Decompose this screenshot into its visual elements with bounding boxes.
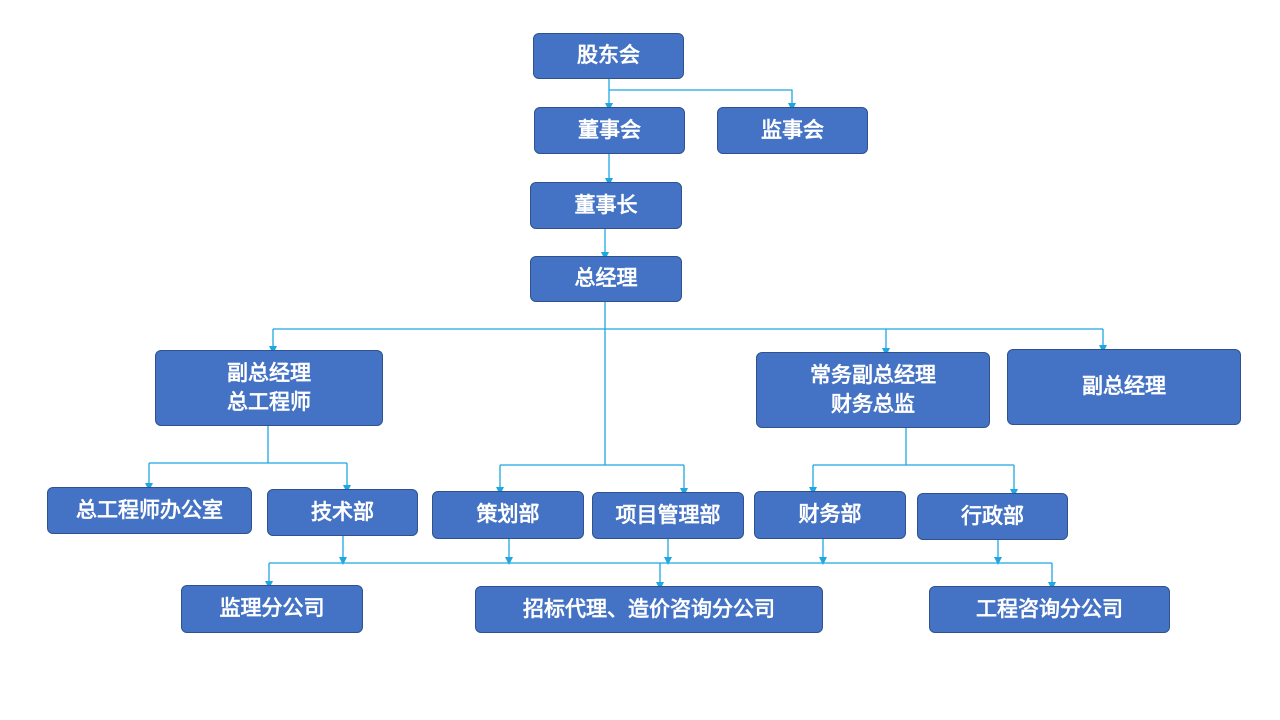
node-label: 股东会	[577, 43, 640, 68]
shareholders-meeting-box: 股东会	[533, 33, 684, 79]
node-label: 策划部	[476, 502, 540, 527]
chief-engineer-office-box: 总工程师办公室	[47, 487, 252, 534]
node-label: 招标代理、造价咨询分公司	[523, 596, 775, 621]
planning-department-box: 策划部	[432, 491, 584, 539]
node-label: 副总经理	[1082, 374, 1166, 399]
node-label-line-2: 财务总监	[831, 392, 915, 416]
general-manager-box: 总经理	[530, 256, 682, 302]
node-label: 技术部	[311, 499, 374, 524]
project-management-department-box: 项目管理部	[592, 492, 744, 539]
node-label: 总经理	[574, 266, 638, 291]
vice-president-box: 副总经理	[1007, 349, 1241, 425]
node-label: 董事会	[578, 117, 641, 142]
node-label: 行政部	[961, 503, 1024, 528]
chairman-box: 董事长	[530, 182, 682, 229]
node-label-line-1: 副总经理	[227, 360, 311, 385]
executive-vp-cfo-box: 常务副总经理 财务总监	[756, 352, 990, 428]
engineering-consulting-branch-box: 工程咨询分公司	[929, 586, 1170, 633]
connector-shareholders-supervisors	[609, 89, 796, 111]
node-label-line-1: 常务副总经理	[810, 362, 936, 387]
node-label: 工程咨询分公司	[976, 596, 1123, 621]
node-label: 监理分公司	[219, 596, 325, 621]
board-of-supervisors-box: 监事会	[717, 107, 868, 154]
node-label: 董事长	[574, 192, 638, 217]
bidding-cost-consulting-branch-box: 招标代理、造价咨询分公司	[475, 586, 823, 633]
node-label: 总工程师办公室	[76, 497, 223, 522]
supervision-branch-box: 监理分公司	[181, 585, 363, 633]
node-label: 监事会	[761, 117, 824, 142]
technical-department-box: 技术部	[267, 489, 418, 536]
vp-chief-engineer-box: 副总经理 总工程师	[155, 350, 383, 426]
board-of-directors-box: 董事会	[534, 107, 685, 154]
node-label: 项目管理部	[615, 502, 721, 527]
administration-department-box: 行政部	[917, 493, 1068, 540]
node-label-line-2: 总工程师	[227, 390, 311, 414]
node-label: 财务部	[798, 502, 862, 527]
finance-department-box: 财务部	[754, 491, 906, 539]
